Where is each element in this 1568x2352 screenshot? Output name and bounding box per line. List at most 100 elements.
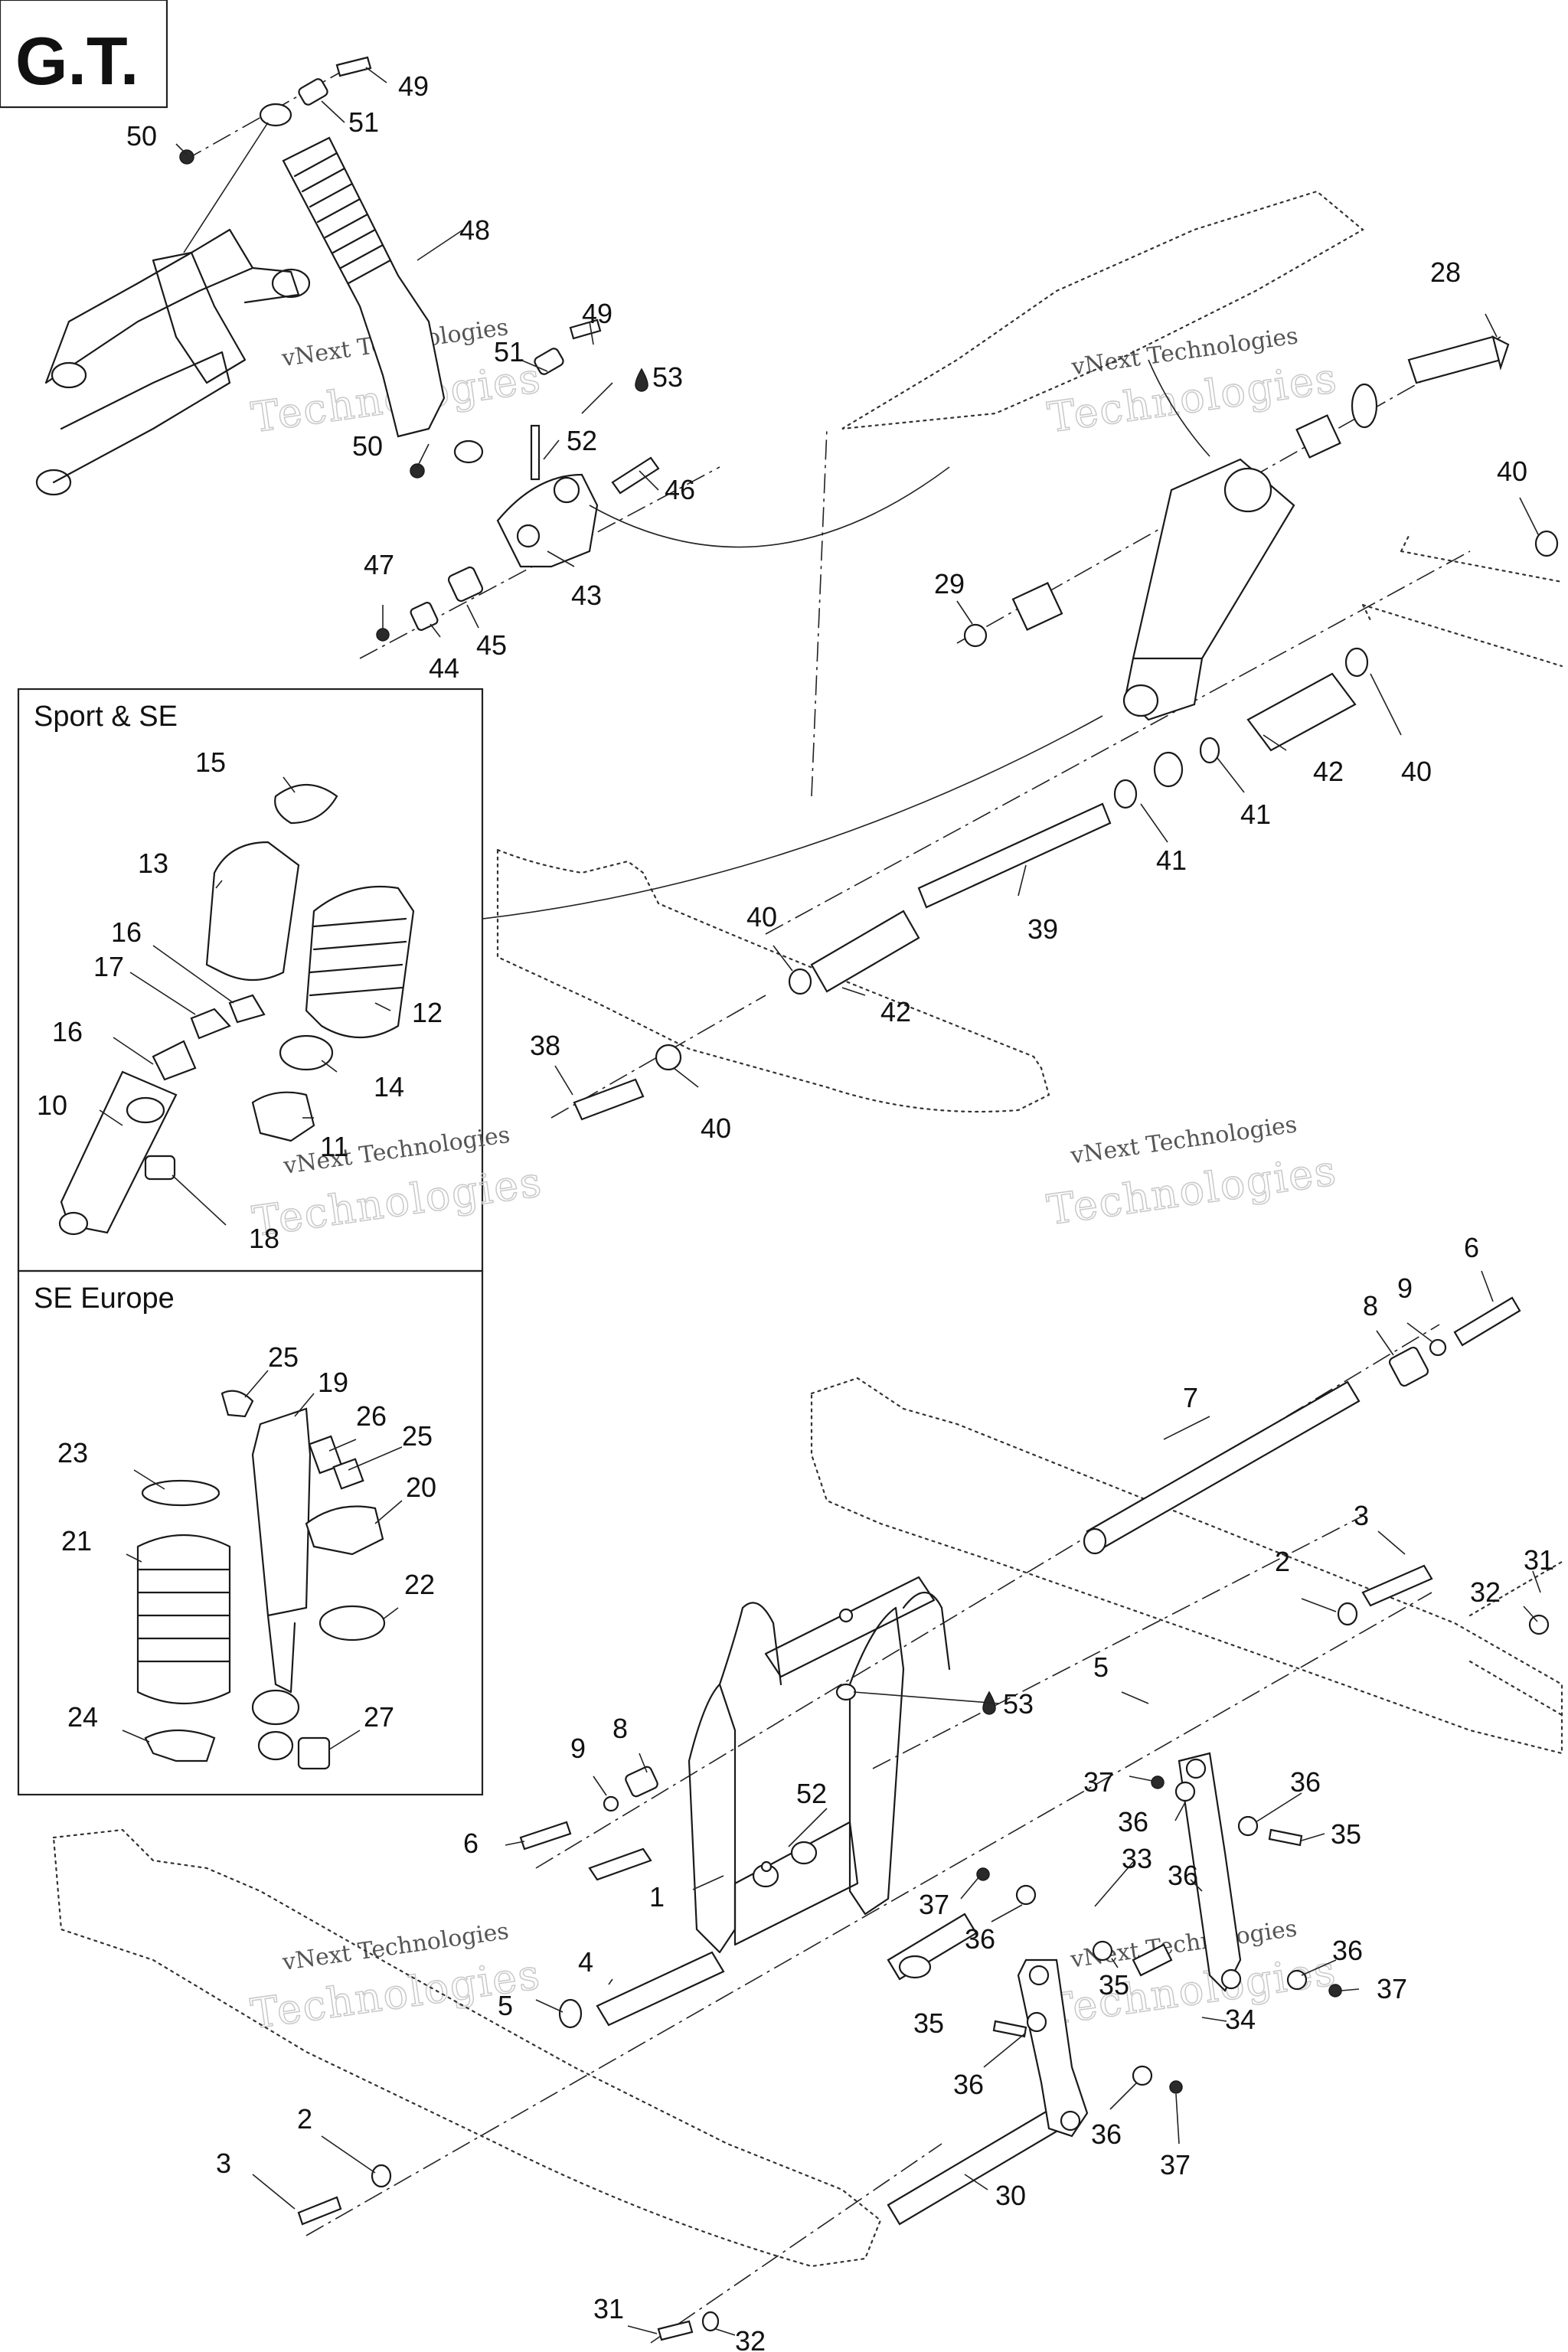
callout-36e: 36 (1332, 1935, 1363, 1966)
callout-21: 21 (61, 1525, 92, 1557)
callout-49b: 49 (582, 298, 612, 329)
callout-36d: 36 (965, 1923, 995, 1955)
lower-shafts (297, 1564, 1550, 2341)
callout-51a: 51 (348, 106, 379, 138)
callout-12: 12 (412, 997, 443, 1028)
callout-3a: 3 (1354, 1500, 1369, 1531)
callout-52b: 52 (796, 1778, 827, 1809)
callout-7: 7 (1183, 1382, 1198, 1413)
callout-40c: 40 (746, 901, 777, 933)
callout-11: 11 (320, 1131, 348, 1162)
oil-drop-icon (635, 368, 648, 392)
callout-25b: 25 (402, 1420, 433, 1452)
callout-35c: 35 (913, 2007, 944, 2039)
callout-40d: 40 (701, 1112, 731, 1144)
callout-50a: 50 (126, 120, 157, 152)
leader-lines (99, 67, 1540, 1750)
callout-4: 4 (578, 1946, 593, 1978)
se-europe-parts (136, 1390, 386, 1770)
callout-9a: 9 (1397, 1272, 1413, 1304)
callout-41b: 41 (1156, 844, 1187, 876)
callout-23: 23 (57, 1437, 88, 1468)
callout-37c: 37 (1377, 1973, 1407, 2004)
callout-35a: 35 (1331, 1818, 1361, 1850)
callout-43: 43 (571, 580, 602, 611)
callout-27: 27 (364, 1701, 394, 1733)
callout-37d: 37 (1160, 2149, 1191, 2180)
model-code-box (0, 0, 168, 109)
lever-43 (496, 473, 599, 568)
front-shock-48 (259, 103, 484, 464)
callout-6b: 6 (463, 1828, 479, 1859)
callout-42b: 42 (880, 996, 911, 1027)
callout-32a: 32 (1470, 1576, 1501, 1608)
callout-32b: 32 (735, 2325, 766, 2352)
callout-8a: 8 (1363, 1290, 1378, 1321)
callout-40b: 40 (1401, 756, 1432, 787)
rear-shock-assembly (1122, 458, 1295, 721)
callout-28: 28 (1430, 256, 1461, 288)
callout-3b: 3 (216, 2148, 231, 2179)
link-axis (872, 1515, 1364, 1769)
callout-51b: 51 (494, 336, 524, 368)
rear-shock-lower-axis (765, 550, 1471, 935)
callout-19: 19 (318, 1367, 348, 1398)
front-arm-assembly (35, 228, 311, 496)
callouts: 49 51 50 48 49 51 53 50 52 46 43 47 45 4… (37, 70, 1554, 2352)
callout-36a: 36 (1290, 1766, 1321, 1798)
callout-36c: 36 (1168, 1860, 1198, 1891)
model-code: G.T. (15, 23, 139, 99)
callout-25a: 25 (268, 1341, 299, 1373)
left-rail-frame (52, 1828, 882, 2268)
callout-48: 48 (459, 214, 490, 246)
callout-35b: 35 (1099, 1969, 1129, 2001)
callout-34: 34 (1225, 2004, 1256, 2035)
right-rail-frame (810, 1377, 1563, 1755)
callout-13: 13 (138, 848, 168, 879)
callout-39: 39 (1027, 913, 1058, 945)
callout-52a: 52 (567, 425, 597, 456)
callout-9b: 9 (570, 1733, 586, 1764)
callout-29: 29 (934, 568, 965, 599)
vertical-dash-axis (811, 428, 828, 797)
callout-26: 26 (356, 1400, 387, 1432)
callout-36g: 36 (1091, 2118, 1122, 2150)
callout-15: 15 (195, 746, 226, 778)
upper-rear-frame (841, 190, 1364, 430)
callout-16a: 16 (111, 916, 142, 948)
arrow-link-3 (1148, 359, 1210, 457)
callout-38: 38 (530, 1030, 560, 1061)
watermark-2: vNext Technologies Technologies (1044, 322, 1341, 443)
callout-53a: 53 (652, 361, 683, 393)
callout-18: 18 (249, 1223, 279, 1254)
callout-44: 44 (429, 652, 459, 684)
callout-49a: 49 (398, 70, 429, 102)
arrow-link-4 (183, 122, 269, 253)
callout-22: 22 (404, 1569, 435, 1600)
watermark-4: vNext Technologies Technologies (1044, 1111, 1341, 1235)
se-europe-title: SE Europe (34, 1282, 175, 1315)
arrow-link-1 (589, 466, 950, 548)
callout-36b: 36 (1118, 1806, 1148, 1838)
leader-lines-lower (252, 1270, 1541, 2336)
callout-6a: 6 (1464, 1232, 1479, 1263)
callout-41a: 41 (1240, 799, 1271, 830)
callout-2a: 2 (1275, 1546, 1290, 1577)
watermark-3: vNext Technologies Technologies (249, 1122, 546, 1246)
callout-36f: 36 (953, 2069, 984, 2100)
callout-24: 24 (67, 1701, 98, 1733)
callout-16b: 16 (52, 1016, 83, 1047)
callout-31b: 31 (593, 2293, 624, 2324)
callout-17: 17 (93, 951, 124, 982)
pivot-shaft-7 (1083, 1296, 1521, 1555)
callout-30: 30 (995, 2180, 1026, 2211)
callout-10: 10 (37, 1089, 67, 1121)
rear-shock-hardware (573, 335, 1559, 1121)
sport-se-parts (58, 783, 415, 1236)
link-plates-33 (1017, 1752, 1242, 2138)
callout-46: 46 (665, 474, 695, 505)
arrow-link-2 (482, 715, 1103, 920)
bottom-axis (650, 2143, 942, 2344)
callout-45: 45 (476, 629, 507, 661)
